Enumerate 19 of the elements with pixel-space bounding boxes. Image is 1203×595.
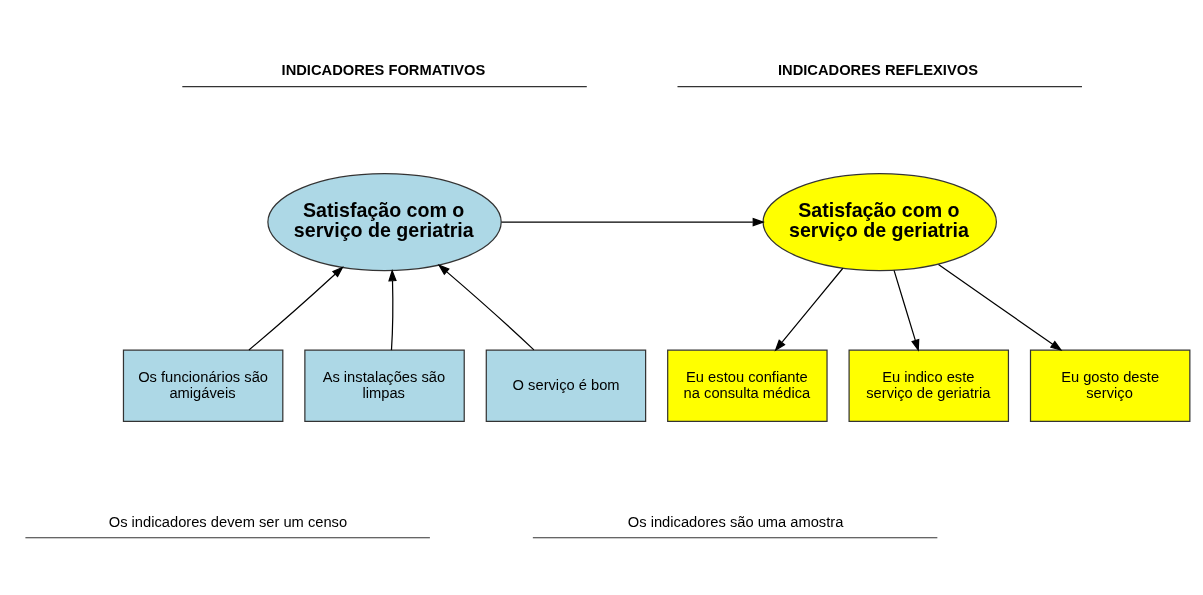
arrow	[500, 217, 765, 227]
node-box: Os funcionários são amigáveis	[122, 349, 284, 422]
node-ellipse: Satisfação com o serviço de geriatria	[762, 173, 998, 272]
arrow	[248, 266, 344, 351]
node-ellipse: Satisfação com o serviço de geriatria	[267, 173, 502, 272]
arrow	[893, 269, 920, 352]
label: INDICADORES REFLEXIVOS	[778, 62, 978, 79]
node-box: Eu estou confiante na consulta médica	[667, 349, 828, 422]
label: Os indicadores devem ser um censo	[108, 514, 348, 531]
node-box: Eu indico este serviço de geriatria	[848, 349, 1010, 422]
arrow	[937, 263, 1063, 352]
label: Os indicadores são uma amostra	[627, 514, 844, 531]
node-box: As instalações são limpas	[304, 349, 465, 422]
label: INDICADORES FORMATIVOS	[281, 62, 486, 79]
arrow	[388, 268, 397, 351]
node-box: Eu gosto deste serviço	[1029, 349, 1191, 422]
arrow	[774, 267, 844, 352]
arrow	[437, 264, 535, 351]
node-box: O serviço é bom	[485, 349, 647, 422]
